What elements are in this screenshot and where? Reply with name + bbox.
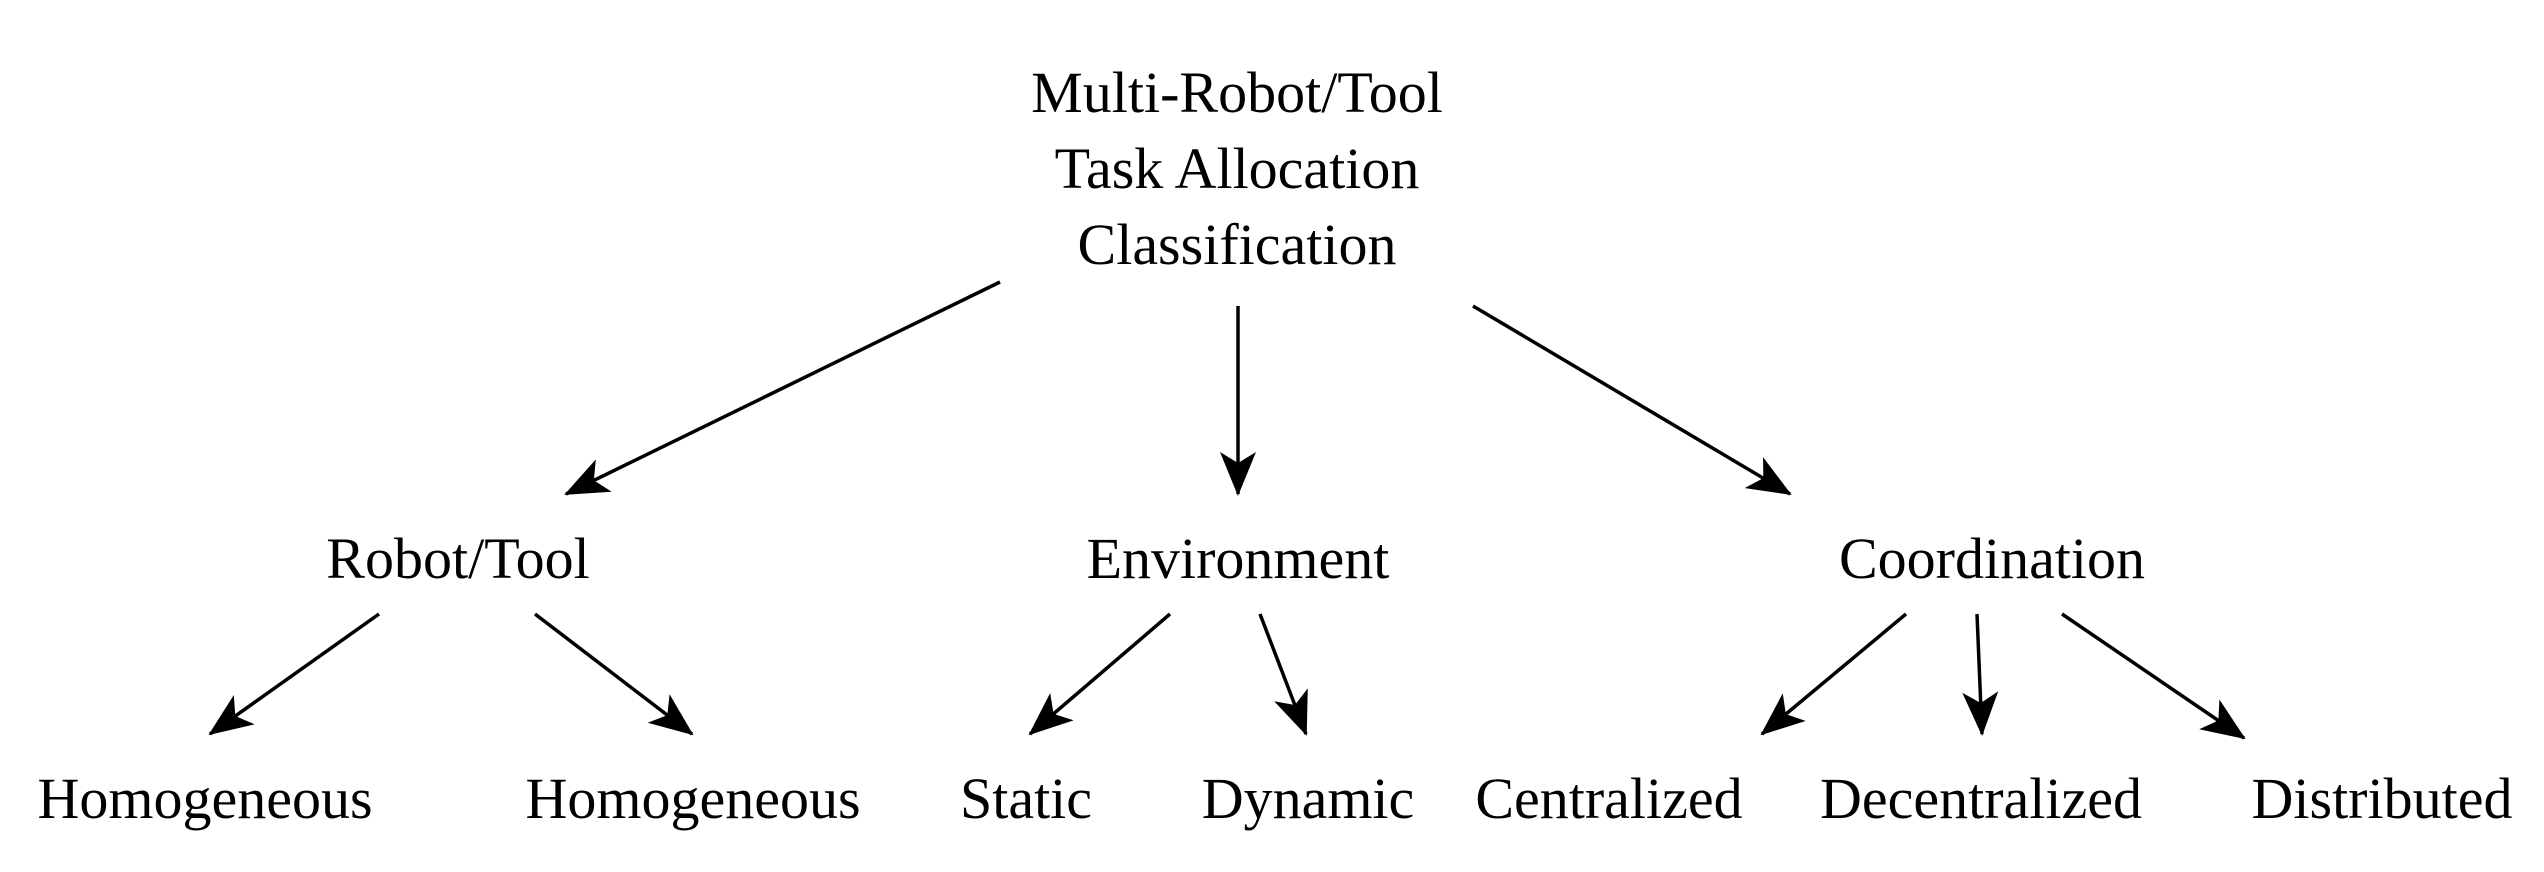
arrow-robot-tool-to-homogeneous-1	[208, 612, 381, 736]
leaf-centralized: Centralized	[1475, 766, 1742, 831]
leaf-decentralized: Decentralized	[1820, 766, 2142, 831]
leaf-homogeneous-2: Homogeneous	[525, 766, 860, 831]
leaf-distributed: Distributed	[2252, 766, 2513, 831]
arrow-environment-to-static	[1028, 612, 1172, 736]
leaf-dynamic: Dynamic	[1202, 766, 1415, 831]
arrow-coordination-to-distributed	[2061, 612, 2246, 740]
category-environment: Environment	[1087, 526, 1390, 591]
arrow-root-to-robot-tool	[564, 280, 1001, 496]
leaf-homogeneous-1: Homogeneous	[37, 766, 372, 831]
leaf-static: Static	[960, 766, 1092, 831]
arrow-environment-to-dynamic	[1258, 613, 1308, 736]
root-title-line-3: Classification	[1078, 212, 1397, 277]
root-title-line-1: Multi-Robot/Tool	[1031, 60, 1443, 125]
arrow-robot-tool-to-homogeneous-2	[533, 612, 694, 736]
arrow-root-to-coordination	[1472, 304, 1792, 496]
arrow-coordination-to-decentralized	[1962, 613, 1999, 736]
arrow-coordination-to-centralized	[1760, 612, 1908, 736]
category-robot-tool: Robot/Tool	[326, 526, 589, 591]
category-coordination: Coordination	[1839, 526, 2145, 591]
root-title-line-2: Task Allocation	[1055, 136, 1420, 201]
